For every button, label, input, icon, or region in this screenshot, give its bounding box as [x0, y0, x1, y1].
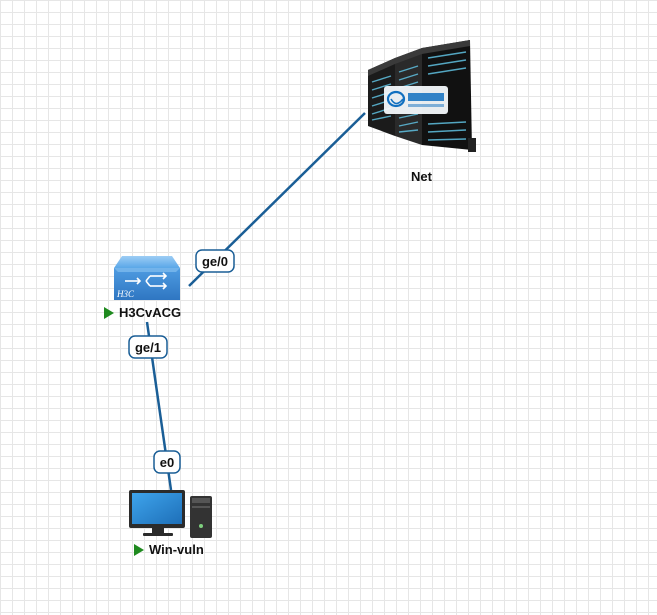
port-label-ge1: ge/1 — [128, 335, 168, 359]
port-label-ge0: ge/0 — [195, 249, 235, 273]
pc-name-text: Win-vuln — [149, 542, 204, 557]
running-status-icon — [104, 306, 114, 319]
h3c-router-icon[interactable]: H3C — [114, 256, 180, 300]
node-name-net: Net — [411, 169, 432, 184]
router-logo: H3C — [116, 289, 135, 299]
net-name-text: Net — [411, 169, 432, 184]
running-status-icon — [134, 543, 144, 556]
node-name-pc: Win-vuln — [134, 542, 204, 557]
port-label-e0: e0 — [153, 450, 181, 474]
server-rack-icon[interactable] — [368, 40, 476, 152]
node-name-router: H3CvACG — [104, 305, 181, 320]
port-ge1-text: ge/1 — [135, 340, 161, 355]
port-e0-text: e0 — [160, 455, 174, 470]
desktop-pc-icon[interactable] — [129, 490, 212, 538]
router-name-text: H3CvACG — [119, 305, 182, 320]
port-ge0-text: ge/0 — [202, 254, 228, 269]
